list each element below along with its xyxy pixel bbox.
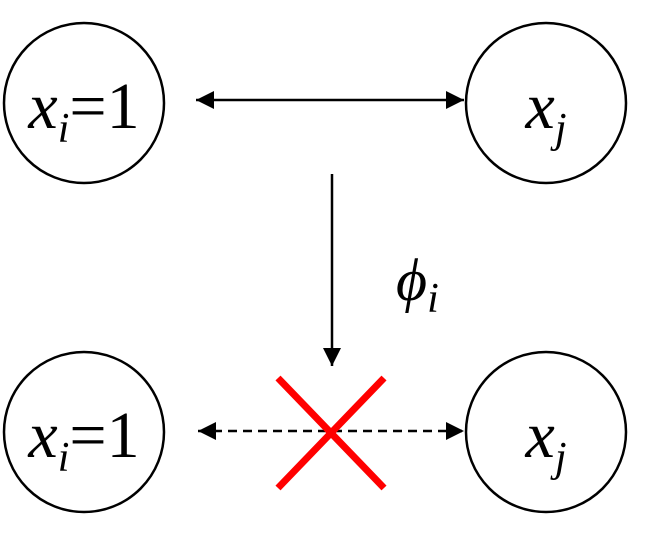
phi-label: ϕi [396,247,439,322]
bottom-left-node-circle [2,350,166,514]
top-left-node-label: xi=1 [27,70,139,152]
cross-icon [275,375,387,491]
top-left-node-circle [2,21,166,185]
top-right-node-circle [464,21,628,185]
bottom-right-node-label: xj [525,399,567,481]
top-right-node-label: xj [525,70,567,152]
bottom-left-node-label: xi=1 [27,399,139,481]
cross-stroke-2 [275,375,387,491]
bottom-right-node-circle [464,350,628,514]
